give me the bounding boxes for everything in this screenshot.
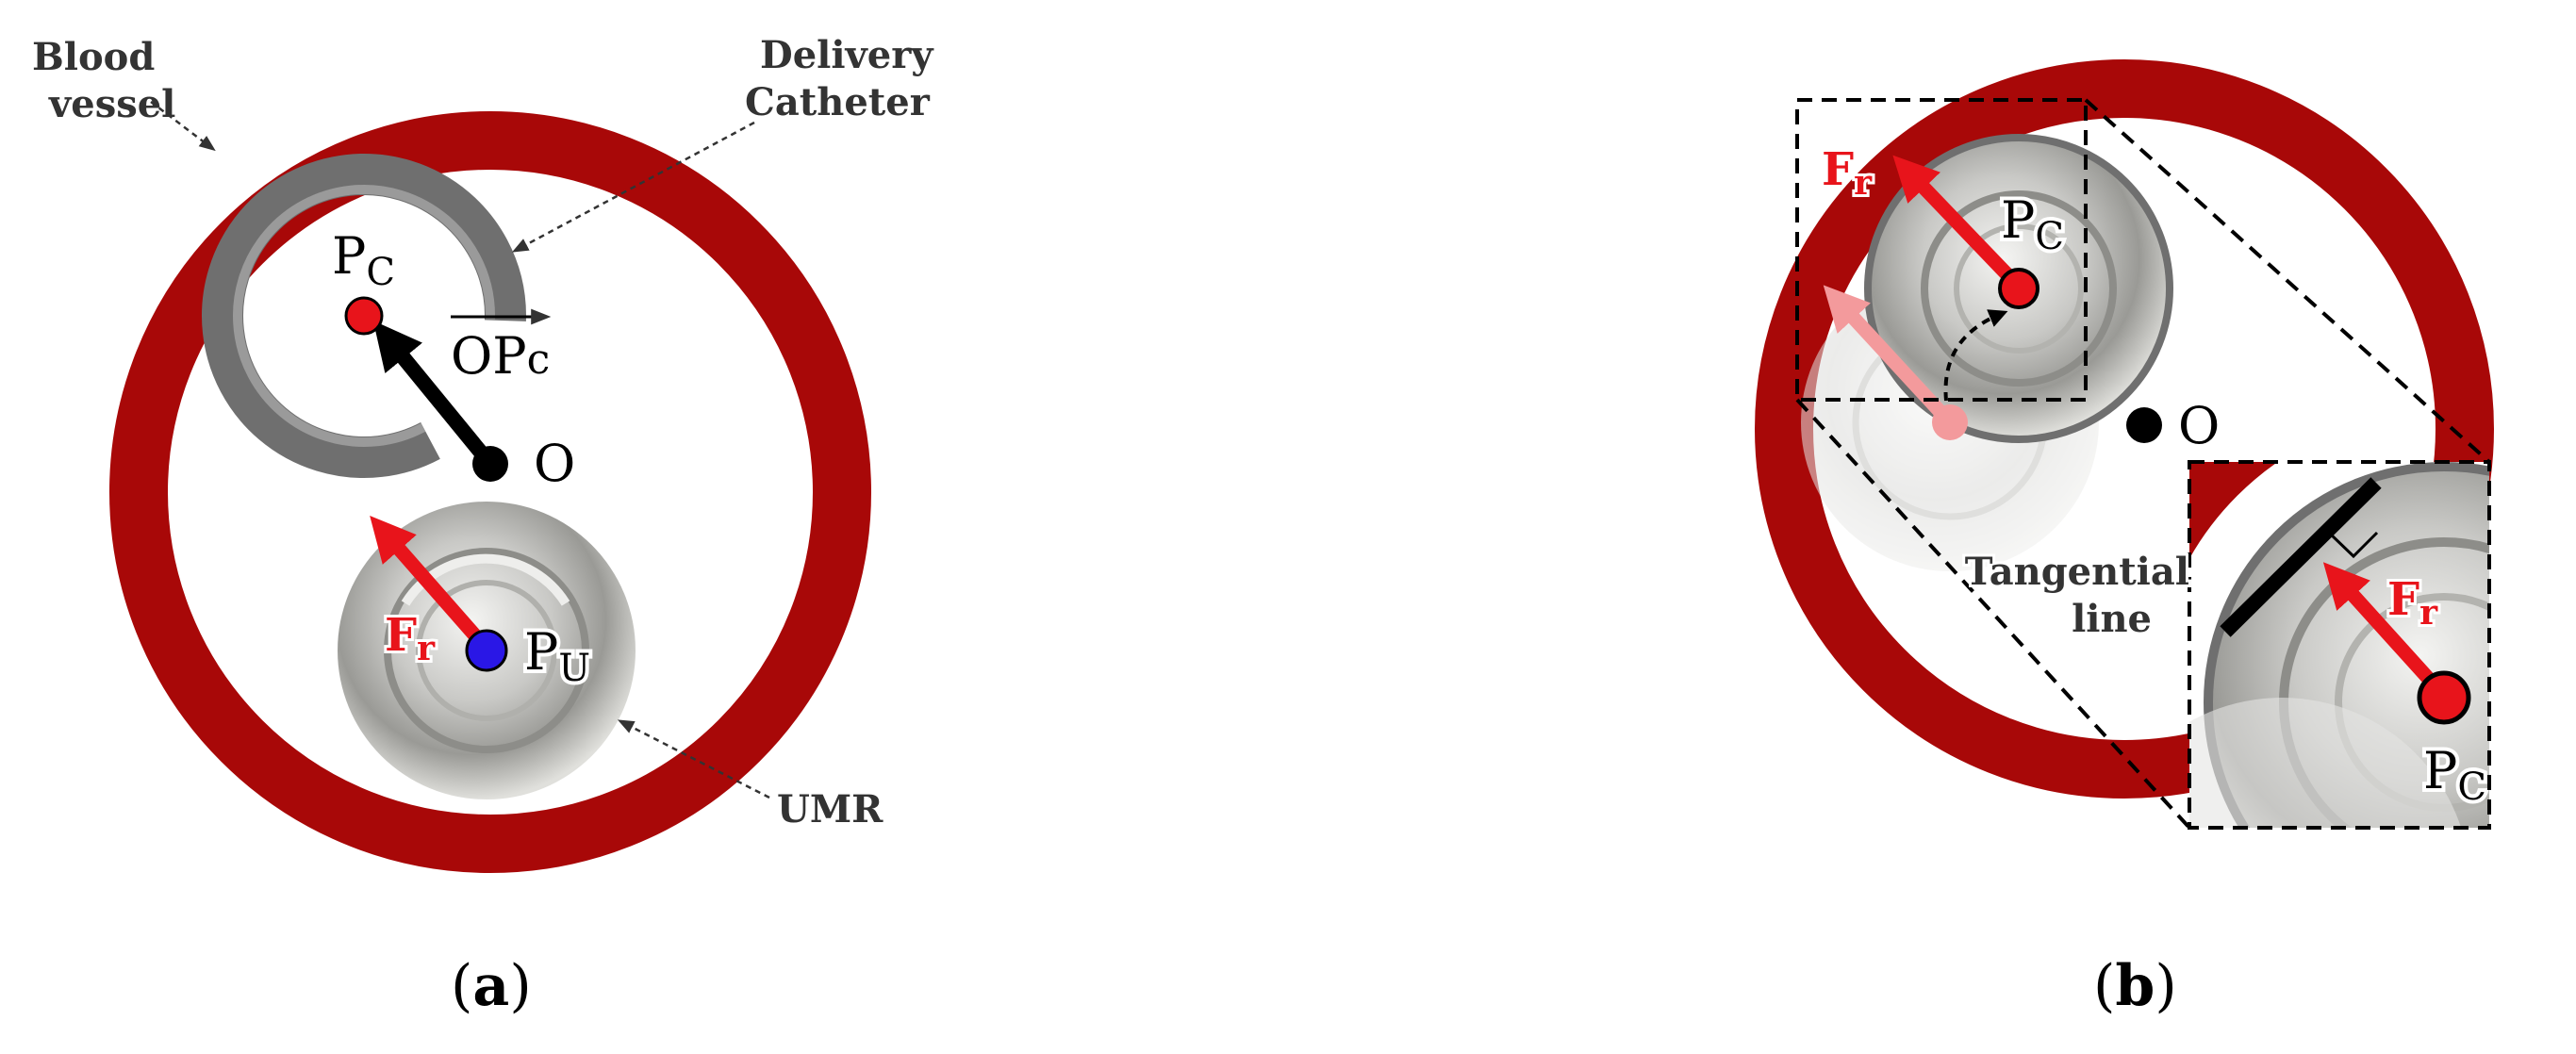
label-force-fr-b: Fr: [1822, 143, 1873, 203]
blood-vessel-ring: [109, 111, 871, 873]
label-vector-opc: OPc: [451, 308, 552, 386]
point-pu: [465, 629, 508, 672]
label-force-fr-zoom: Fr: [2387, 573, 2438, 633]
motion-path-arrow: [1943, 309, 2008, 402]
label-origin-b: O: [2178, 396, 2220, 455]
caption-a: (a): [451, 953, 532, 1019]
point-pc-b: [1998, 268, 2039, 309]
point-origin-b: [2126, 407, 2162, 443]
point-pc-previous: [1932, 404, 1968, 440]
tangential-line: [2220, 477, 2382, 637]
blood-vessel-ring-b: [1755, 59, 2494, 799]
force-fr-arrow: [370, 515, 492, 653]
label-force-fr: Fr: [385, 609, 436, 668]
zoom-inset: Fr PC: [2188, 460, 2491, 830]
label-pc: PC: [332, 226, 395, 294]
panel-b: PC Fr O Fr PC: [1755, 59, 2494, 1019]
callout-delivery-catheter: [511, 121, 755, 253]
delivery-catheter: [201, 153, 526, 478]
caption-b: (b): [2093, 953, 2177, 1019]
zoom-connector-top: [2084, 98, 2491, 464]
label-pu: PU: [524, 622, 590, 690]
point-pc-zoom: [2417, 670, 2471, 725]
label-origin: O: [534, 434, 575, 493]
point-origin: [472, 446, 508, 482]
label-pc-zoom: PC: [2423, 741, 2486, 809]
callout-umr: [617, 719, 770, 799]
force-fr-arrow-zoom: [2322, 562, 2450, 701]
force-fr-arrow-b: [1892, 155, 2024, 292]
label-umr: UMR: [777, 787, 883, 832]
callout-blood-vessel: [150, 101, 216, 152]
point-pc: [344, 296, 384, 336]
vector-opc-arrow: [372, 321, 497, 469]
svg-text:OPc: OPc: [451, 326, 550, 386]
force-fr-arrow-previous: [1823, 285, 1956, 428]
right-angle-marker: [2327, 531, 2379, 559]
label-pc-b: PC: [2001, 190, 2064, 258]
